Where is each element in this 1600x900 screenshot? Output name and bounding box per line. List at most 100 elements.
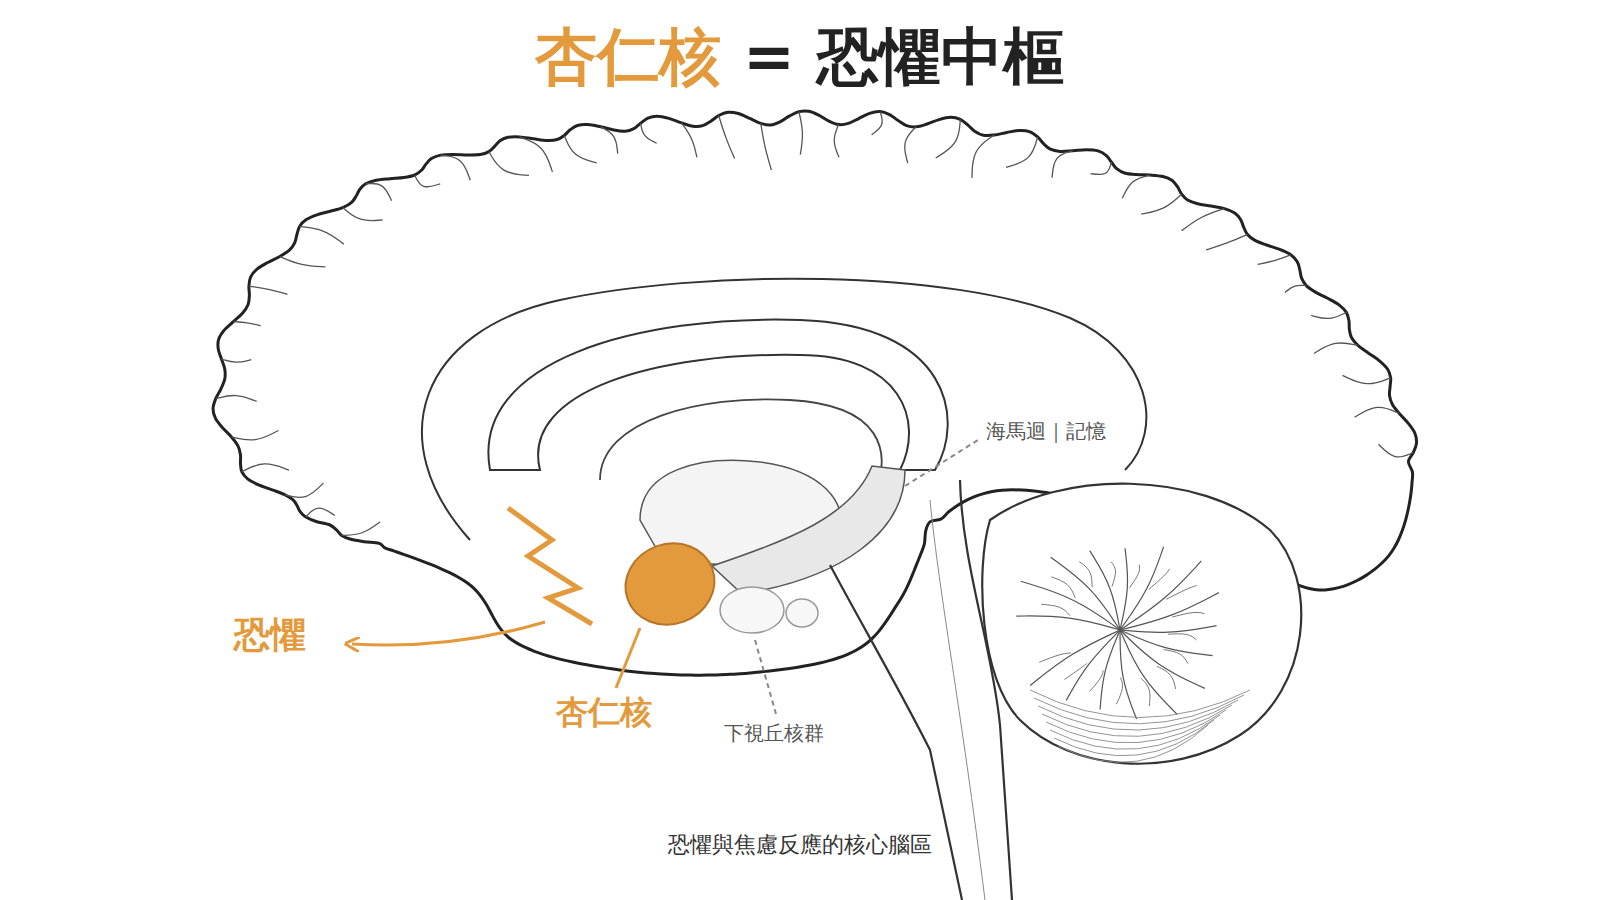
sulcus-line	[441, 155, 471, 180]
emotion-label: 恐懼	[230, 612, 310, 657]
sulcus-line	[1141, 194, 1181, 214]
cerebellum-branch	[1120, 593, 1219, 630]
sulcus-line	[972, 135, 994, 178]
sulcus-line	[233, 322, 260, 326]
sulcus-line	[366, 183, 392, 200]
sulcus-line	[641, 123, 657, 143]
cerebellum-branch	[1041, 604, 1070, 615]
sulcus-line	[1379, 444, 1414, 457]
part-name: 下視丘核群	[720, 720, 828, 746]
cerebellum-branch	[1051, 577, 1075, 598]
corpus-callosum	[488, 320, 947, 470]
sulcus-line	[761, 123, 772, 170]
sulcus-line	[1052, 151, 1073, 178]
cerebellum-folia	[1050, 715, 1220, 749]
cerebellum-branch	[1120, 561, 1201, 630]
cerebellum-folia	[1058, 725, 1208, 762]
amygdala	[614, 531, 726, 637]
cerebellum-branch	[1164, 650, 1188, 664]
hypothalamus-nucleus	[720, 587, 784, 633]
cerebellum-branch	[1120, 630, 1177, 715]
sulcus-line	[280, 257, 326, 267]
cerebellum-branch	[1166, 586, 1196, 600]
sulcus-line	[1355, 407, 1400, 417]
sulcus-line	[489, 152, 529, 176]
hippocampus	[712, 466, 905, 594]
cerebellum-branch	[1111, 562, 1115, 587]
sulcus-line	[1091, 162, 1112, 174]
cerebellum	[982, 484, 1301, 764]
cerebellum-branch	[1130, 565, 1140, 588]
cerebellum-branch	[1120, 547, 1164, 630]
lightning-symbol	[508, 508, 592, 624]
sulcus-line	[343, 208, 383, 221]
sulcus-line	[681, 123, 696, 158]
cerebellum-branch	[1120, 548, 1128, 630]
caption: 恐懼與焦慮反應的核心腦區	[668, 832, 932, 858]
cerebellum-folia	[1034, 695, 1244, 724]
part-name: 海馬迴｜記憶	[982, 418, 1110, 444]
sulcus-line	[231, 430, 278, 439]
cerebellum-branch	[1066, 630, 1120, 701]
sulcus-line	[1258, 255, 1291, 265]
cerebellum-branch	[1168, 634, 1196, 640]
title: 杏仁核 = 恐懼中樞	[535, 20, 1064, 94]
cerebellum-branch	[1172, 612, 1204, 617]
sulcus-line	[1122, 175, 1150, 198]
leader-line	[616, 628, 640, 688]
part-name: 杏仁核	[552, 692, 656, 732]
sulcus-line	[1285, 285, 1306, 292]
sulcus-line	[306, 508, 335, 517]
sulcus-line	[300, 227, 344, 245]
cerebellum-folia	[1046, 710, 1226, 743]
cerebellum-branch	[1157, 666, 1176, 689]
cerebellum-branch	[1116, 678, 1122, 704]
sulcus-line	[872, 112, 883, 135]
brainstem-line	[930, 500, 985, 900]
sulcus-line	[936, 119, 961, 158]
cerebellum-folia	[1042, 705, 1232, 736]
leader-line	[905, 440, 978, 486]
cerebellum-branch	[1149, 569, 1170, 589]
cerebellum-branch	[1030, 630, 1120, 685]
cerebellum-branch	[1141, 678, 1150, 706]
sulcus-line	[222, 359, 252, 362]
sulcus-line	[242, 464, 289, 472]
sulcus-line	[834, 125, 839, 158]
sulcus-line	[1206, 234, 1247, 249]
sulcus-line	[1311, 312, 1346, 318]
cerebellum-branch	[1090, 670, 1104, 691]
cerebellum-branch	[1100, 630, 1120, 710]
brain-drawing	[213, 111, 1417, 900]
cerebellum-branch	[1090, 551, 1120, 630]
sulcus-line	[1314, 343, 1358, 353]
sulcus-line	[564, 135, 596, 162]
cerebellum-branch	[1051, 557, 1120, 630]
sulcus-line	[342, 522, 380, 536]
leader-line	[755, 640, 776, 714]
sulcus-line	[285, 483, 324, 497]
cerebellum-branch	[1120, 630, 1205, 688]
hypothalamus-nucleus	[786, 599, 818, 627]
cerebellum-folia	[1054, 720, 1214, 756]
sulcus-line	[1182, 209, 1225, 231]
cerebellum-branch	[1065, 663, 1088, 679]
sulcus-line	[601, 127, 618, 154]
sulcus-line	[1006, 137, 1038, 167]
cerebellum-branch	[1016, 616, 1120, 630]
sulcus-line	[249, 286, 288, 294]
fear-arrow	[352, 622, 545, 645]
cerebellum-branch	[1079, 562, 1092, 588]
sulcus-line	[415, 175, 441, 187]
sulcus-line	[1343, 375, 1391, 383]
sulcus-line	[799, 112, 803, 155]
sulcus-line	[719, 116, 735, 159]
sulcus-line	[905, 127, 916, 163]
sulcus-line	[520, 137, 553, 172]
cerebellum-branch	[1120, 626, 1217, 633]
cerebellum-branch	[1039, 653, 1071, 662]
cerebellum-branch	[1120, 630, 1137, 719]
sulcus-line	[216, 396, 257, 402]
